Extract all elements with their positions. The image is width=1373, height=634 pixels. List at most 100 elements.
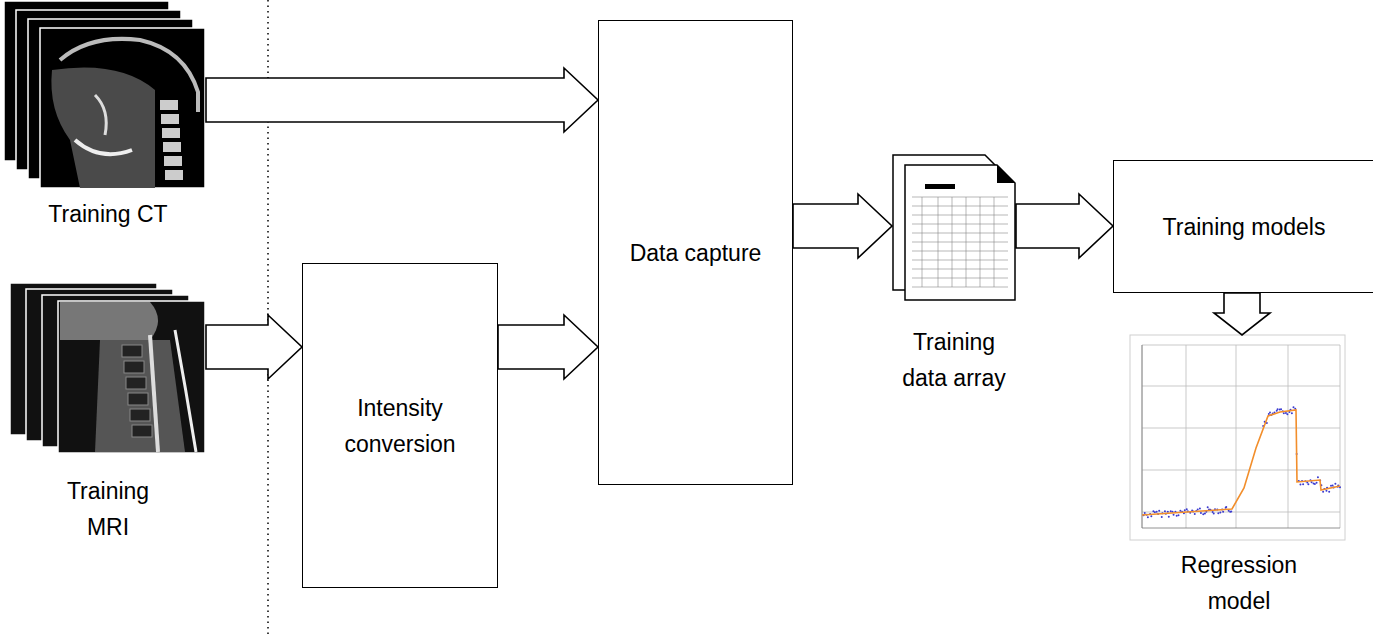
chart-grid <box>1142 345 1340 528</box>
data-point <box>1184 509 1186 511</box>
data-point <box>1179 510 1181 512</box>
data-point <box>1194 513 1196 515</box>
mri-vertebra <box>122 345 142 357</box>
mri-vertebra <box>130 409 150 421</box>
data-point <box>1207 506 1209 508</box>
process-box: Training models <box>1113 160 1373 293</box>
data-point <box>1156 511 1158 513</box>
data-point <box>1170 510 1172 512</box>
mri-vertebra <box>132 425 152 437</box>
regression-curve <box>1142 410 1340 515</box>
mri-image-stack <box>10 283 205 453</box>
data-point <box>1186 508 1188 510</box>
block-arrow <box>793 194 892 258</box>
figure-caption: Training CT <box>48 196 167 232</box>
data-point <box>1219 511 1221 513</box>
mri-spinal-cord <box>150 335 158 452</box>
data-point <box>1213 512 1215 514</box>
ct-vertebra <box>162 128 180 138</box>
figure-caption: Training data array <box>893 324 1015 396</box>
data-point <box>1173 514 1175 516</box>
data-point <box>1280 408 1282 410</box>
ct-vertebra <box>163 142 181 152</box>
block-arrow <box>1016 194 1113 258</box>
mri-vertebra <box>126 377 146 389</box>
data-point <box>1200 512 1202 514</box>
data-point <box>1225 507 1227 509</box>
data-point <box>1176 515 1178 517</box>
data-point <box>1325 490 1327 492</box>
data-point <box>1277 408 1279 410</box>
data-point <box>1314 483 1316 485</box>
chart-node: Regression model <box>1128 335 1350 623</box>
ct-soft-tissue <box>51 68 155 189</box>
data-point <box>1164 510 1166 512</box>
process-box: Data capture <box>598 20 793 485</box>
mri-vertebra <box>128 393 148 405</box>
data-point <box>1177 514 1179 516</box>
data-point <box>1291 412 1293 414</box>
data-point <box>1328 491 1330 493</box>
block-arrow <box>206 315 302 379</box>
data-point <box>1154 511 1156 513</box>
data-point <box>1286 413 1288 415</box>
ct-image-stack <box>4 1 205 188</box>
box-label: Intensity conversion <box>315 390 485 462</box>
data-point <box>1322 491 1324 493</box>
document-node: Training data array <box>892 155 1016 400</box>
figure-caption: Training MRI <box>48 473 168 545</box>
data-point <box>1168 516 1170 518</box>
ct-vertebra <box>160 100 178 110</box>
data-point <box>1307 483 1309 485</box>
data-point <box>1225 506 1227 508</box>
data-point <box>1197 508 1199 510</box>
block-arrow <box>498 315 598 379</box>
data-point <box>1204 512 1206 514</box>
data-point <box>1158 510 1160 512</box>
data-point <box>1299 484 1301 486</box>
data-point <box>1317 476 1319 478</box>
ct-slice <box>40 28 205 188</box>
data-point <box>1217 512 1219 514</box>
data-point <box>1230 510 1232 512</box>
box-label: Data capture <box>630 235 762 271</box>
document-title-bar <box>925 184 955 189</box>
mri-skin <box>175 330 196 452</box>
ct-vertebra <box>164 156 182 166</box>
mri-slice <box>58 301 205 453</box>
image-stack: Training CT <box>10 0 206 236</box>
data-point <box>1334 483 1336 485</box>
data-point <box>1292 406 1294 408</box>
document-table-lines <box>912 197 1008 287</box>
ct-skull <box>60 39 198 112</box>
data-point <box>1269 411 1271 413</box>
figure-caption: Regression model <box>1169 547 1309 619</box>
document-icon <box>893 155 1015 300</box>
data-point <box>1150 515 1152 517</box>
ct-jaw <box>75 140 132 154</box>
chart-dots <box>1143 406 1341 518</box>
data-point <box>1147 516 1149 518</box>
ct-vertebra <box>165 170 183 180</box>
data-point <box>1144 512 1146 514</box>
data-point <box>1283 412 1285 414</box>
box-label: Training models <box>1163 209 1326 245</box>
regression-chart <box>1130 335 1345 540</box>
mri-head <box>60 302 158 340</box>
data-point <box>1199 508 1201 510</box>
ct-vertebra <box>161 114 179 124</box>
mri-vertebra <box>124 361 144 373</box>
data-point <box>1222 511 1224 513</box>
mri-neck <box>95 340 185 452</box>
image-stack: Training MRI <box>10 283 206 549</box>
data-point <box>1161 516 1163 518</box>
document-fold <box>997 165 1015 183</box>
data-point <box>1302 483 1304 485</box>
block-arrow <box>206 68 598 132</box>
process-box: Intensity conversion <box>302 263 498 588</box>
chart-frame <box>1130 335 1345 540</box>
document-page <box>905 165 1015 300</box>
data-point <box>1316 482 1318 484</box>
block-arrow <box>1214 293 1270 335</box>
